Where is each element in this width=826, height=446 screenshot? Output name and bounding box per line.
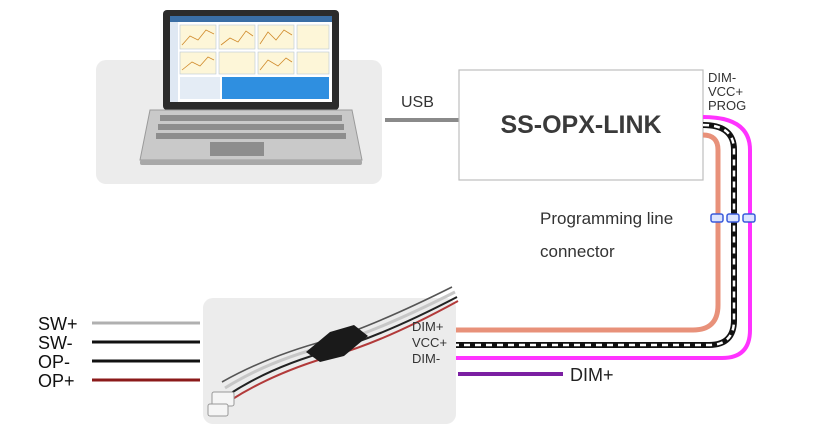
device-pin-dim-minus: DIM- <box>708 70 736 85</box>
driver-pin-vcc-plus: VCC+ <box>412 335 447 350</box>
usb-label: USB <box>401 94 434 111</box>
driver-pin-dim-minus: DIM- <box>412 351 440 366</box>
op-minus-label: OP- <box>38 352 70 372</box>
programming-connectors <box>710 213 756 223</box>
dim-plus-label: DIM+ <box>570 365 614 385</box>
device-pin-prog: PROG <box>708 98 746 113</box>
driver-module <box>207 286 459 417</box>
device-box <box>458 69 704 181</box>
programming-label-line2: connector <box>540 242 615 261</box>
laptop-icon <box>139 10 363 165</box>
sw-minus-label: SW- <box>38 333 73 353</box>
programming-label-line1: Programming line <box>540 209 673 228</box>
dim-minus-wire <box>455 132 721 333</box>
prog-wire <box>455 115 752 360</box>
sw-plus-label: SW+ <box>38 314 78 334</box>
op-plus-label: OP+ <box>38 371 75 391</box>
device-name: SS-OPX-LINK <box>500 111 661 139</box>
driver-panel <box>203 298 456 424</box>
driver-pin-dim-plus: DIM+ <box>412 319 443 334</box>
device-pin-vcc-plus: VCC+ <box>708 84 743 99</box>
